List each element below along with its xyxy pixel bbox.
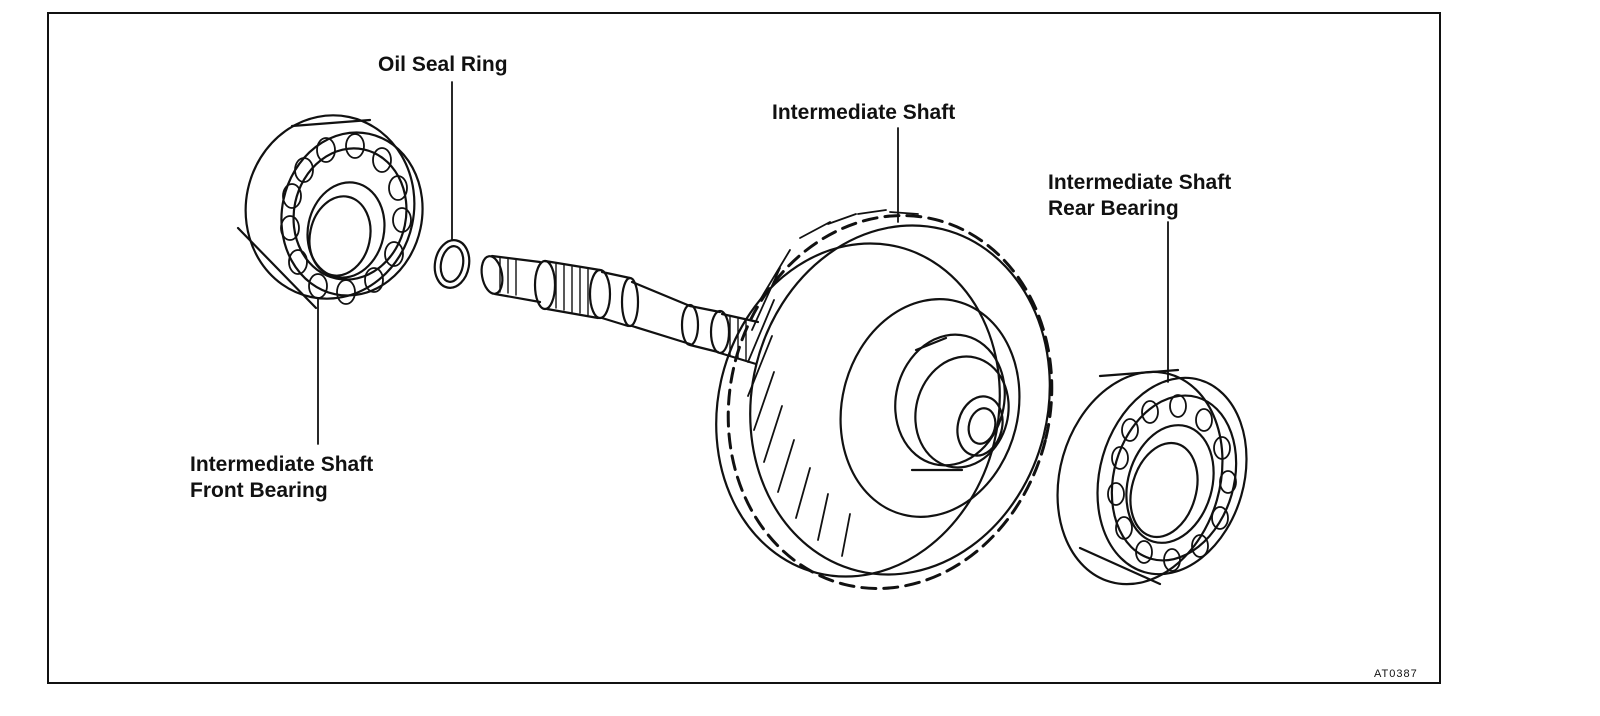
label-front-bearing-line1: Intermediate Shaft — [190, 453, 374, 476]
label-rear-bearing-line1: Intermediate Shaft — [1048, 171, 1232, 194]
label-rear-bearing-line2: Rear Bearing — [1048, 197, 1179, 220]
label-rear-bearing: Intermediate Shaft Rear Bearing — [1048, 170, 1231, 222]
rear-bearing — [1056, 368, 1248, 586]
figure-frame — [47, 12, 1441, 684]
front-bearing — [236, 114, 424, 310]
label-front-bearing-line2: Front Bearing — [190, 479, 328, 502]
oil-seal-ring — [433, 239, 471, 289]
gear — [715, 209, 1054, 590]
leader-lines — [317, 81, 1169, 445]
label-front-bearing: Intermediate Shaft Front Bearing — [190, 452, 373, 504]
figure-code: AT0387 — [1374, 668, 1418, 680]
label-oil-seal-ring: Oil Seal Ring — [378, 53, 508, 76]
shaft — [480, 254, 760, 366]
label-intermediate-shaft: Intermediate Shaft — [772, 101, 956, 124]
